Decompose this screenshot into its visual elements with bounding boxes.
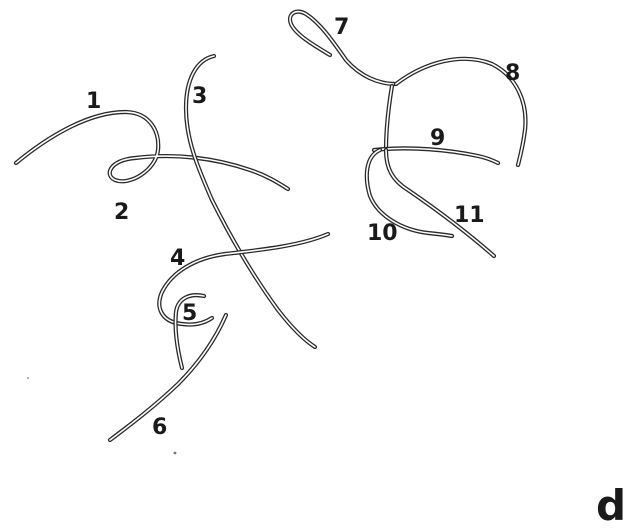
- strand-7-8-group: [290, 12, 525, 165]
- strand-label-1: 1: [86, 89, 101, 114]
- strand-label-7: 7: [334, 15, 349, 40]
- strand-1-2-group: [16, 112, 288, 189]
- strand-label-6: 6: [152, 415, 167, 440]
- strand-label-5: 5: [182, 301, 197, 326]
- strand-6: [110, 315, 226, 440]
- junction-stem-group: [386, 86, 392, 150]
- strand-label-3: 3: [192, 84, 207, 109]
- strand-6-group: [110, 315, 226, 440]
- strand-label-10: 10: [367, 221, 398, 246]
- strand-label-4: 4: [170, 246, 185, 271]
- strand-label-11: 11: [454, 203, 485, 228]
- speck: [174, 452, 177, 455]
- speck: [27, 377, 29, 379]
- strand-label-8: 8: [505, 61, 520, 86]
- strand-label-2: 2: [114, 200, 129, 225]
- strand-label-9: 9: [430, 126, 445, 151]
- panel-letter: d: [596, 481, 626, 530]
